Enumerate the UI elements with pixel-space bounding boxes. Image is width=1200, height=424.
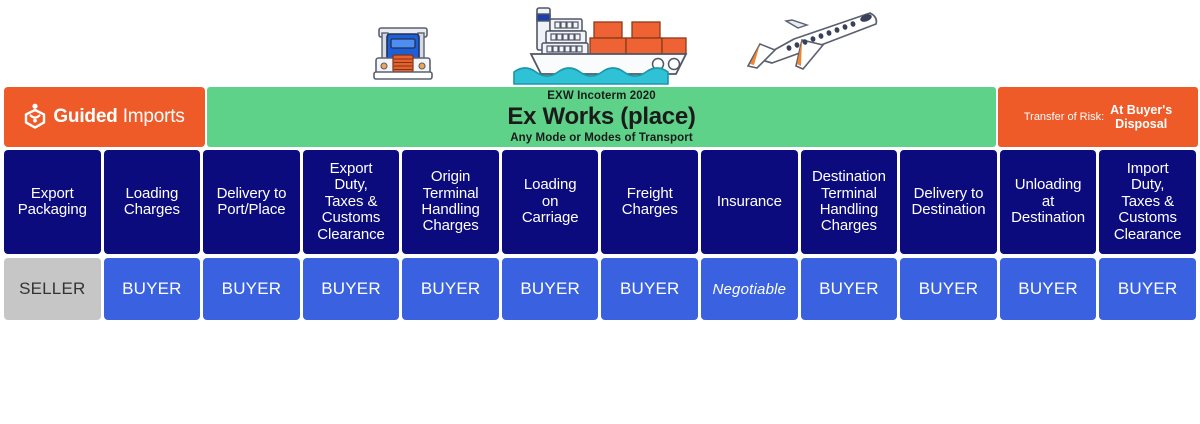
cost-party-cell: BUYER [402, 258, 499, 320]
transfer-of-risk-label: Transfer of Risk: [1023, 111, 1105, 123]
cost-party-cell: BUYER [203, 258, 300, 320]
brand-name: Guided Imports [53, 106, 184, 128]
truck-icon [368, 22, 438, 89]
cost-party-cell: BUYER [1099, 258, 1196, 320]
cost-party-cell: Negotiable [701, 258, 798, 320]
incoterm-title: Ex Works (place) [507, 103, 696, 131]
cost-header-label: Insurance [716, 192, 782, 210]
cost-party-cell: BUYER [103, 258, 201, 320]
cost-party-cell: BUYER [800, 258, 898, 320]
incoterm-eyebrow: EXW Incoterm 2020 [547, 90, 656, 103]
transport-illustrations [0, 0, 1200, 88]
brand-name-light: Imports [122, 106, 185, 127]
cost-party-cell: SELLER [4, 258, 101, 320]
cost-party-cell: BUYER [501, 258, 599, 320]
incoterm-banner: EXW Incoterm 2020 Ex Works (place) Any M… [207, 87, 996, 147]
cost-party-cell: BUYER [302, 258, 400, 320]
airplane-icon [742, 4, 882, 81]
cost-party-cell: BUYER [999, 258, 1097, 320]
banner-row: Guided Imports EXW Incoterm 2020 Ex Work… [0, 87, 1200, 147]
cost-party-cell: BUYER [601, 258, 699, 320]
guided-imports-shield-icon [24, 103, 46, 131]
incoterm-subtitle: Any Mode or Modes of Transport [510, 131, 693, 144]
cost-party-cell: BUYER [900, 258, 997, 320]
brand-logo-block: Guided Imports [4, 87, 205, 147]
container-ship-icon [500, 2, 700, 93]
brand-name-bold: Guided [53, 106, 118, 127]
cost-header-cell: Insurance [701, 150, 798, 254]
